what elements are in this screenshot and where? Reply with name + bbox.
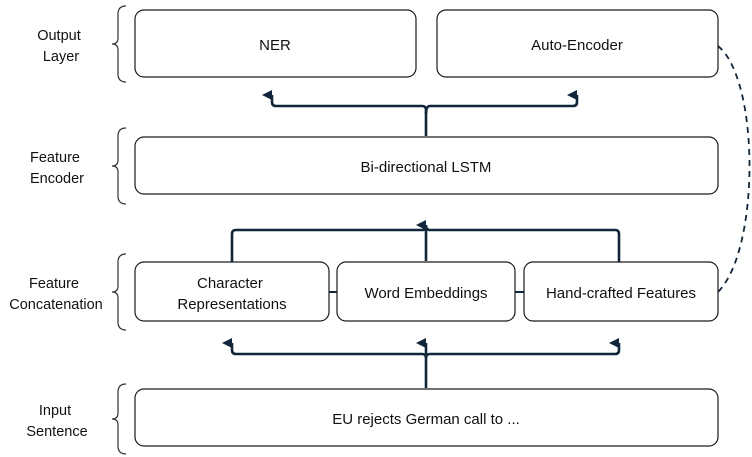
arrow-lstm-to-ner [262,90,428,136]
layer-label-output: Output Layer [37,28,85,65]
ner-box [134,9,417,78]
arrow-lstm-to-autoencoder [424,90,579,115]
autoencoder-box [436,9,719,78]
input-sentence-box [134,388,719,447]
arrow-input-to-handcrafted [424,338,621,359]
connectors [222,90,621,388]
char-representations-box [134,261,330,322]
layer-label-encoder: Feature Encoder [30,150,84,187]
brace-feature-encoder [111,127,127,205]
lstm-box [134,136,719,195]
char-representations-label: Character Representations [177,275,286,313]
reconstruction-dashed-link [717,45,751,293]
layer-label-input: Input Sentence [26,403,87,440]
layer-label-concatenation: Feature Concatenation [9,276,103,313]
word-embeddings-box [336,261,516,322]
lstm-label: Bi-directional LSTM [361,159,492,176]
word-embeddings-label: Word Embeddings [364,285,487,302]
arrow-char-to-lstm [230,225,428,262]
ner-label: NER [259,37,291,54]
input-sentence-label: EU rejects German call to ... [332,411,520,428]
arrow-input-to-char [222,338,428,359]
arrow-handcrafted-to-lstm [424,225,621,262]
brace-output-layer [111,5,127,83]
brace-input-sentence [111,383,127,455]
handcrafted-features-label: Hand-crafted Features [546,285,696,302]
handcrafted-features-box [523,261,719,322]
brace-feature-concatenation [111,253,127,331]
autoencoder-label: Auto-Encoder [531,37,623,54]
